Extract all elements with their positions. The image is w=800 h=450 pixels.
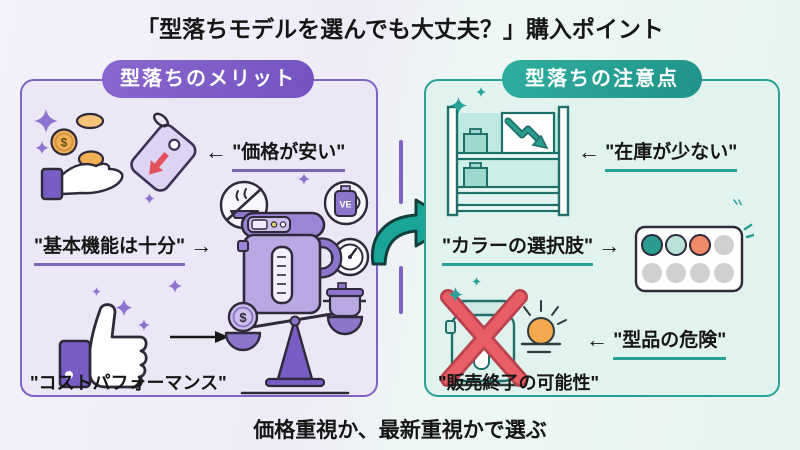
sparkle-icon: [472, 277, 481, 286]
thumbs-up-icon: [58, 299, 150, 389]
sparkle-icon: [92, 287, 101, 296]
thermo-pot: [237, 211, 343, 315]
merits-header: 型落ちのメリット: [102, 60, 314, 98]
left-arrow-icon: ←: [586, 327, 608, 352]
page-title: 「型落ちモデルを選んでも大丈夫？」購入ポイント: [136, 16, 664, 42]
sunset-icon: [520, 300, 567, 354]
footer-note: 価格重視か、最新重視かで選ぶ: [253, 419, 547, 442]
caution-stock-label: ← "在庫が少ない": [578, 137, 738, 172]
ve-badge-text: VE: [339, 200, 351, 210]
sparkle-icon: [476, 87, 486, 97]
merit-costperf-label: "コストパフォーマンス": [30, 373, 227, 393]
right-arrow-icon: →: [598, 233, 621, 258]
caution-color-label: "カラーの選択肢" →: [442, 231, 620, 266]
right-arrow-icon: →: [190, 233, 213, 258]
sparkle-icon: [144, 193, 155, 204]
balance-scale-icon: $: [224, 282, 366, 395]
cautions-header: 型落ちの注意点: [502, 60, 702, 98]
merit-functions-label: "基本機能は十分" →: [34, 231, 212, 266]
right-arrow-icon: [170, 331, 229, 343]
sparkle-icon: [168, 279, 182, 293]
sparkle-icon: [34, 109, 58, 133]
merits-panel: 型落ちのメリット $ ← "価格が安い" "基本機能: [20, 60, 378, 397]
declining-arrow-icon: [504, 117, 549, 150]
divider-line: [399, 266, 403, 314]
merit-price-label: ← "価格が安い": [205, 137, 346, 172]
low-stock-shelf-icon: [446, 105, 570, 217]
sparkle-icon: [298, 173, 310, 185]
cautions-panel: 型落ちの注意点 ← "在庫が少ない": [424, 60, 780, 397]
sparkle-icon: [448, 287, 463, 302]
red-x-icon: [440, 289, 528, 387]
cooking-pot: [323, 282, 366, 318]
discontinued-pot-sunset-icon: [440, 289, 567, 387]
left-arrow-icon: ←: [205, 139, 227, 164]
electric-pot-icon: VE: [219, 180, 370, 315]
caution-oldmodel-label: ← "型品の危険": [586, 325, 727, 360]
caution-discontinued-label: "販売終了の可能性": [438, 373, 600, 393]
stock-box: [463, 128, 488, 188]
divider-line: [399, 140, 403, 204]
dollar-sign: $: [61, 136, 68, 150]
price-down-arrow: [149, 160, 164, 175]
coins-hand-price-tag-icon: $: [34, 109, 197, 201]
sparkle-icon: [115, 299, 133, 317]
dollar-sign: $: [239, 310, 247, 325]
gauge-badge-icon: [330, 237, 370, 277]
color-palette-icon: [634, 223, 754, 293]
sparkle-icon: [450, 97, 467, 114]
sparkle-icon: [743, 223, 754, 239]
sparkle-icon: [732, 199, 744, 211]
price-tag: [130, 123, 197, 192]
ve-bottle-badge-icon: VE: [323, 180, 369, 226]
open-hand: [60, 162, 124, 196]
left-arrow-icon: ←: [578, 139, 600, 164]
